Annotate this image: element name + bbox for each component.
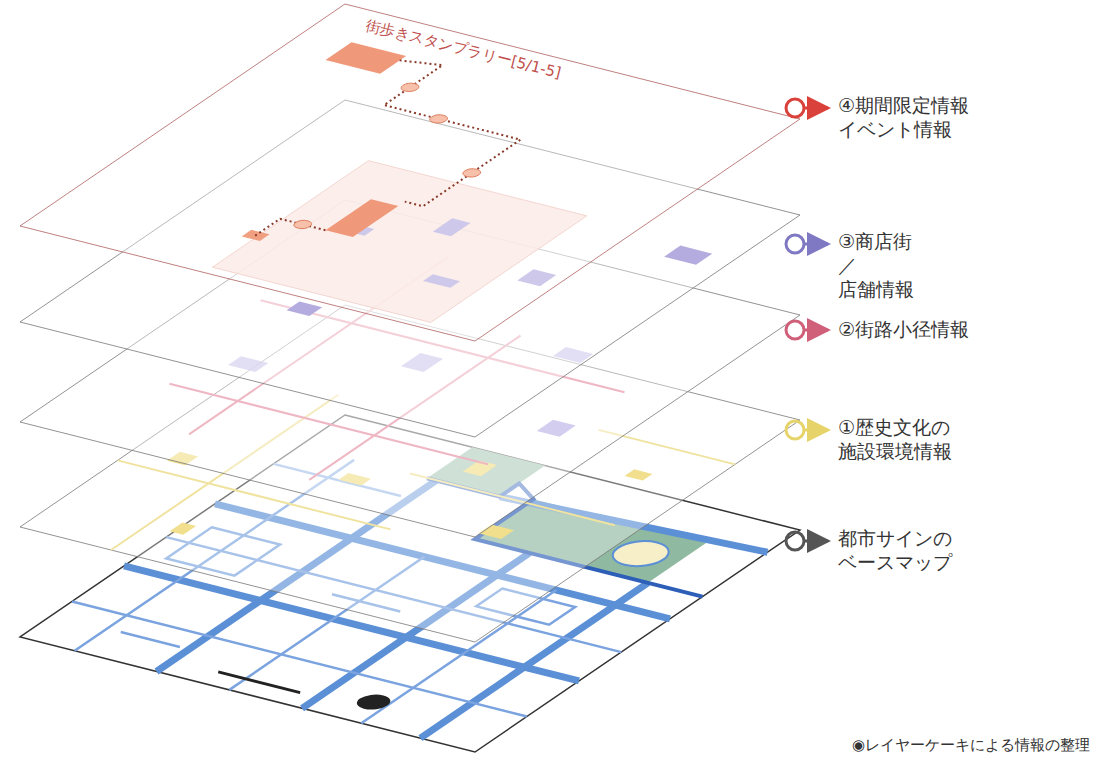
layer-label: ①歴史文化の 施設環境情報 — [838, 416, 952, 464]
caption: ◉レイヤーケーキによる情報の整理 — [852, 736, 1090, 755]
leader-symbols — [786, 99, 828, 550]
layer-label: 都市サインの ベースマップ — [838, 527, 952, 575]
layer-events — [20, 4, 800, 341]
layer-label: ④期間限定情報 イベント情報 — [838, 94, 969, 142]
layer-label: ③商店街 ／店舗情報 — [838, 230, 914, 301]
layer-label: ②街路小径情報 — [838, 318, 969, 342]
